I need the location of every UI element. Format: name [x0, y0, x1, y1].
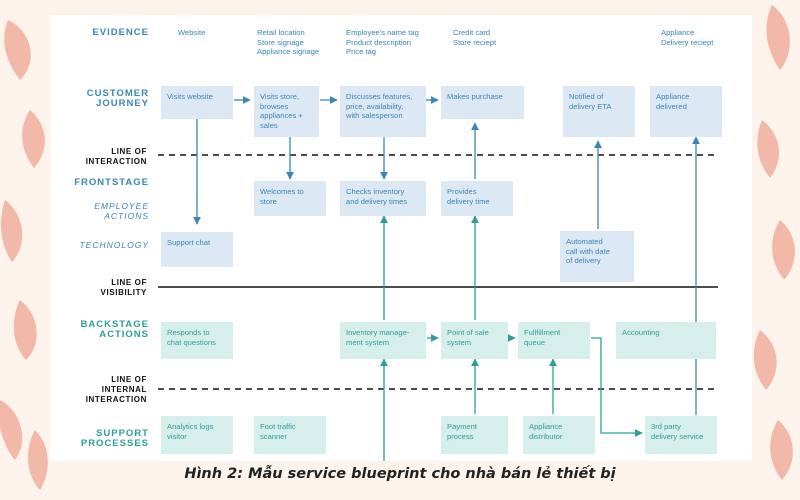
step-fulfillment-queue: Fullfillment queue	[518, 322, 590, 359]
step-support-chat: Support chat	[161, 232, 233, 267]
step-appliance-distributor: Appliance distributor	[523, 416, 595, 454]
evidence-website: Website	[178, 28, 206, 37]
leaf-decoration-left	[0, 20, 48, 490]
step-makes-purchase: Makes purchase	[441, 86, 524, 119]
step-delivered: Appliance delivered	[650, 86, 722, 137]
step-visits-website: Visits website	[161, 86, 233, 119]
evidence-purchase: Credit card Store reciept	[453, 28, 497, 47]
step-provides-delivery: Provides delivery time	[441, 181, 513, 216]
row-label-employee-actions: EMPLOYEE ACTIONS	[94, 201, 149, 221]
blueprint-card: EVIDENCE CUSTOMER JOURNEY LINE OF INTERA…	[50, 15, 752, 461]
row-label-line-of-internal-interaction: LINE OF INTERNAL INTERACTION	[85, 375, 147, 404]
step-notified: Notified of delivery ETA	[563, 86, 635, 137]
row-label-customer-journey: CUSTOMER JOURNEY	[86, 88, 149, 109]
row-label-backstage-actions: BACKSTAGE ACTIONS	[80, 319, 149, 340]
step-point-of-sale: Point of sale system	[441, 322, 508, 359]
arrow-fulfillment-to-3rd-party	[591, 337, 643, 437]
figure-caption: Hình 2: Mẫu service blueprint cho nhà bá…	[184, 466, 616, 482]
step-visits-store: Visits store, browses appliances + sales	[254, 86, 319, 137]
row-label-line-of-visibility: LINE OF VISIBILITY	[100, 278, 147, 297]
row-label-frontstage: FRONTSTAGE	[74, 177, 149, 188]
row-label-support-processes: SUPPORT PROCESSES	[80, 428, 149, 449]
row-label-evidence: EVIDENCE	[92, 27, 149, 38]
step-inventory-system: Inventory manage- ment system	[340, 322, 426, 359]
step-responds-chat: Responds to chat questions	[161, 322, 233, 359]
row-label-line-of-interaction: LINE OF INTERACTION	[85, 147, 147, 166]
step-discusses: Discusses features, price, availability,…	[340, 86, 426, 137]
step-accounting: Accounting	[616, 322, 716, 359]
step-payment-process: Payment process	[441, 416, 508, 454]
row-label-technology: TECHNOLOGY	[79, 240, 149, 250]
step-foot-traffic: Foot traffic scanner	[254, 416, 326, 454]
blueprint-connectors	[158, 96, 718, 461]
step-3rd-party-delivery: 3rd party delivery service	[645, 416, 717, 454]
evidence-employee: Employee's name tag Product description …	[346, 28, 419, 56]
step-checks-inventory: Checks inventory and delivery times	[340, 181, 426, 216]
leaf-decoration-right	[753, 5, 795, 480]
evidence-store: Retail location Store signage Appliance …	[257, 28, 320, 56]
step-analytics: Analytics logs visitor	[161, 416, 233, 454]
evidence-delivery: Appliance Delivery reciept	[661, 28, 714, 47]
step-automated-call: Automated call with date of delivery	[560, 231, 634, 282]
step-welcomes: Welcomes to store	[254, 181, 326, 216]
